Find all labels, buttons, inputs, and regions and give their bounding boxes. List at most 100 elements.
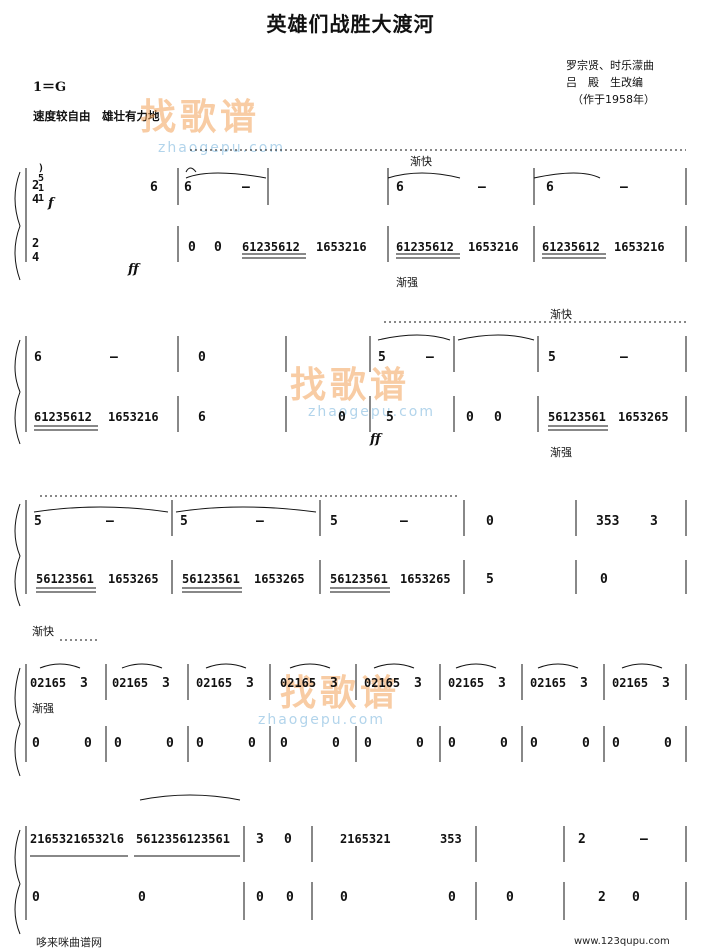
s5-upper-n2: 0: [284, 832, 292, 847]
s2-upper-n1: 6: [34, 350, 42, 365]
s3-upper-n9: 3: [650, 514, 658, 529]
s4-lower-n2: 0: [84, 736, 92, 751]
s3-upper-n6: –: [400, 514, 408, 529]
s4-upper-g3: 02165: [196, 676, 233, 690]
s5-upper-n3: 2: [578, 832, 586, 847]
s3-lower-g2: 1653265: [108, 572, 159, 586]
s4-upper-n6: 3: [498, 676, 506, 691]
s1-lower-n1: 0: [188, 240, 196, 255]
s1-lower-g4: 1653216: [468, 240, 519, 254]
s5-lower-n1: 0: [32, 890, 40, 905]
s1-lower-g2: 1653216: [316, 240, 367, 254]
s4-lower-n3: 0: [114, 736, 122, 751]
s4-upper-n8: 3: [662, 676, 670, 691]
s1-upper-n3: –: [242, 180, 250, 195]
s4-lower-n15: 0: [612, 736, 620, 751]
s5-lower-n5: 0: [340, 890, 348, 905]
tempo-marking: 速度较自由 雄壮有力地: [33, 109, 160, 123]
s4-lower-n14: 0: [582, 736, 590, 751]
s1-upper-n2: 6: [184, 180, 192, 195]
s1-upper-n1: 6: [150, 180, 158, 195]
s4-lower-n5: 0: [196, 736, 204, 751]
s4-upper-n4: 3: [330, 676, 338, 691]
s3-upper-n1: 5: [34, 514, 42, 529]
accel-mark-2: 渐快: [550, 308, 572, 321]
s5-lower-n6: 0: [448, 890, 456, 905]
s1-lower-g3: 61235612: [396, 240, 454, 254]
s1-lower-g5: 61235612: [542, 240, 600, 254]
s5-upper-g4: 353: [440, 832, 462, 846]
s3-upper-n8: 353: [596, 514, 620, 529]
s4-upper-g1: 02165: [30, 676, 67, 690]
s2-lower-n3: 5: [386, 410, 394, 425]
s4-upper-g4: 02165: [280, 676, 317, 690]
s2-lower-n1: 6: [198, 410, 206, 425]
s3-lower-g5: 56123561: [330, 572, 388, 586]
s3-lower-g4: 1653265: [254, 572, 305, 586]
s5-upper-g3: 2165321: [340, 832, 391, 846]
s2-lower-n4: 0: [466, 410, 474, 425]
s5-upper-g1: 21653216532l6: [30, 832, 124, 846]
s4-upper-g5: 02165: [364, 676, 401, 690]
s1-upper-n5: –: [478, 180, 486, 195]
s2-lower-n2: 0: [338, 410, 346, 425]
dynamic-ff-2: ff: [370, 432, 381, 447]
s2-upper-n7: –: [620, 350, 628, 365]
s2-upper-n4: 5: [378, 350, 386, 365]
s4-lower-n6: 0: [248, 736, 256, 751]
s3-lower-g3: 56123561: [182, 572, 240, 586]
s1-lower-g1: 61235612: [242, 240, 300, 254]
s4-lower-n12: 0: [500, 736, 508, 751]
s4-upper-n5: 3: [414, 676, 422, 691]
s4-upper-n2: 3: [162, 676, 170, 691]
s1-upper-n7: –: [620, 180, 628, 195]
s3-upper-n2: –: [106, 514, 114, 529]
s1-upper-n4: 6: [396, 180, 404, 195]
s4-lower-n4: 0: [166, 736, 174, 751]
s4-upper-n1: 3: [80, 676, 88, 691]
composer-credit: 罗宗贤、时乐濛曲: [566, 59, 654, 72]
s5-lower-n7: 0: [506, 890, 514, 905]
s3-lower-g1: 56123561: [36, 572, 94, 586]
s4-upper-g6: 02165: [448, 676, 485, 690]
s5-lower-n8: 2: [598, 890, 606, 905]
s5-lower-n9: 0: [632, 890, 640, 905]
s2-lower-g1: 61235612: [34, 410, 92, 424]
s4-lower-n8: 0: [332, 736, 340, 751]
s4-lower-n9: 0: [364, 736, 372, 751]
s4-lower-n10: 0: [416, 736, 424, 751]
s1-lower-n2: 0: [214, 240, 222, 255]
accel-mark-3: 渐快: [32, 625, 54, 638]
cresc-mark-2: 渐强: [550, 446, 572, 459]
s2-upper-n3: 0: [198, 350, 206, 365]
s4-upper-n3: 3: [246, 676, 254, 691]
s2-lower-g4: 1653265: [618, 410, 669, 424]
s3-lower-g6: 1653265: [400, 572, 451, 586]
s2-lower-n5: 0: [494, 410, 502, 425]
s3-upper-n4: –: [256, 514, 264, 529]
s3-upper-n3: 5: [180, 514, 188, 529]
s2-upper-n5: –: [426, 350, 434, 365]
s5-upper-n1: 3: [256, 832, 264, 847]
s4-lower-n16: 0: [664, 736, 672, 751]
s4-upper-n7: 3: [580, 676, 588, 691]
s2-lower-g3: 56123561: [548, 410, 606, 424]
s5-lower-n4: 0: [286, 890, 294, 905]
s4-upper-g2: 02165: [112, 676, 149, 690]
page-title: 英雄们战胜大渡河: [266, 12, 435, 36]
footer-site-url: www.123qupu.com: [574, 936, 670, 947]
s2-upper-n2: –: [110, 350, 118, 365]
s3-lower-n1: 5: [486, 572, 494, 587]
s1-lower-g6: 1653216: [614, 240, 665, 254]
s4-lower-n13: 0: [530, 736, 538, 751]
s3-upper-n7: 0: [486, 514, 494, 529]
s3-lower-n2: 0: [600, 572, 608, 587]
key-signature: 1＝G: [33, 80, 67, 95]
s4-lower-n11: 0: [448, 736, 456, 751]
s4-upper-g7: 02165: [530, 676, 567, 690]
dynamic-f: f: [48, 196, 54, 211]
s4-lower-n7: 0: [280, 736, 288, 751]
year-credit: （作于1958年）: [572, 93, 655, 106]
accel-mark-1: 渐快: [410, 155, 432, 168]
